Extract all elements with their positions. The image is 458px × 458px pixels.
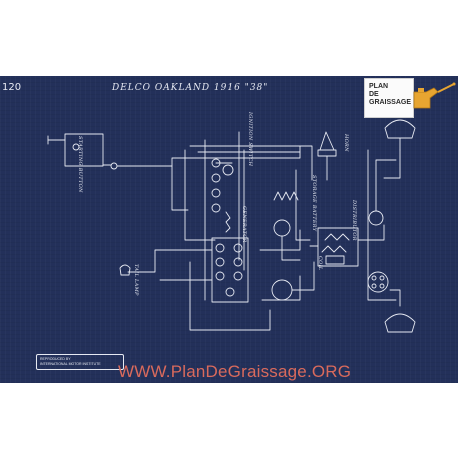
label-coil: COIL [317, 256, 323, 271]
head-lamp-lower [384, 313, 416, 333]
terminal-block [211, 237, 249, 303]
generator-armature [273, 219, 291, 237]
logo-line3: GRAISSAGE [369, 99, 412, 106]
stamp-line1: REPRODUCED BY [40, 357, 71, 361]
page-number: 120 [2, 82, 22, 93]
site-logo: PLAN DE GRAISSAGE [364, 78, 458, 118]
relay-box [317, 227, 359, 267]
tail-lamp [119, 264, 131, 276]
distributor [367, 271, 389, 293]
stamp-line2: INTERNATIONAL MOTOR INSTITUTE [40, 362, 101, 366]
label-tail-lamp: TAIL LAMP [133, 264, 139, 296]
watermark: WWW.PlanDeGraissage.ORG [118, 362, 352, 381]
label-generator: GENERATOR [241, 206, 247, 243]
label-distributor: DISTRIBUTOR [351, 200, 357, 241]
label-storage-battery: STORAGE BATTERY [311, 175, 317, 232]
junction-box [64, 133, 104, 167]
starting-motor [271, 279, 293, 301]
ignition-coil [368, 210, 384, 226]
horn [317, 149, 337, 157]
label-ignition-switch: IGNITION SWITCH [247, 112, 253, 167]
logo-line2: DE [369, 91, 379, 98]
diagram-title: DELCO OAKLAND 1916 "38" [112, 83, 269, 93]
label-starting-button: STARTING BUTTON [77, 136, 83, 193]
label-horn: HORN [343, 134, 349, 152]
oil-can-icon [413, 82, 456, 109]
publisher-stamp: REPRODUCED BY INTERNATIONAL MOTOR INSTIT… [36, 354, 124, 370]
logo-line1: PLAN [369, 83, 389, 90]
head-lamp-upper [384, 119, 416, 139]
logo-box: PLAN DE GRAISSAGE [364, 78, 414, 118]
